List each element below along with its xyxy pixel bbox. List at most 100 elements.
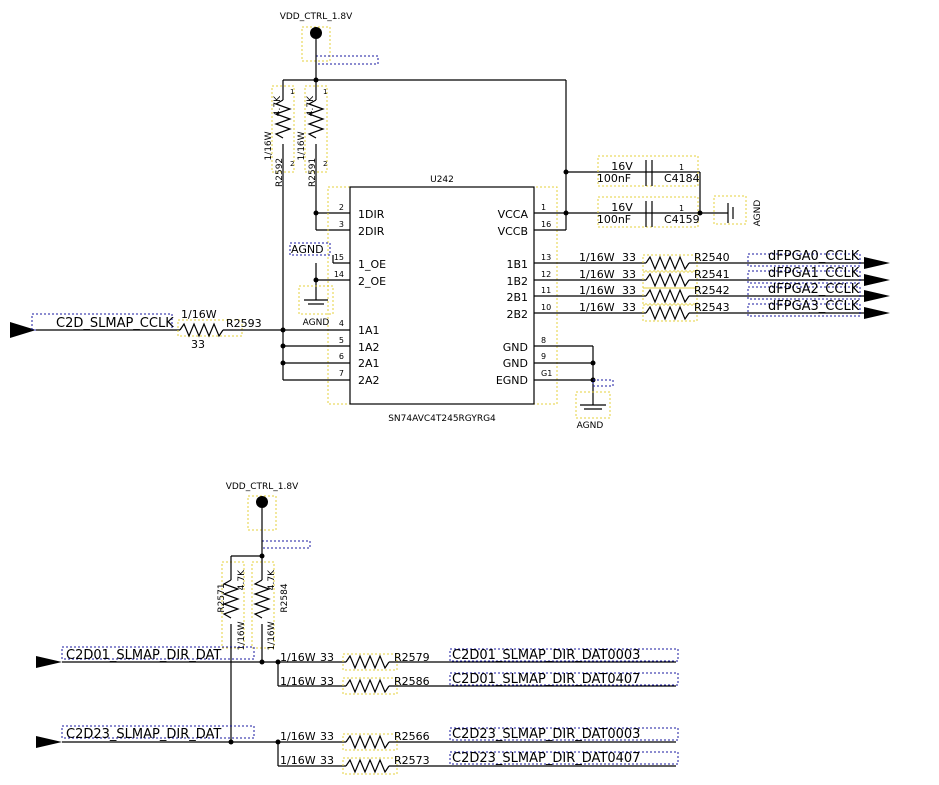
svg-text:5: 5	[339, 336, 344, 345]
resistor-r2591: 4.7K 1/16W R2591 1 2	[297, 80, 328, 187]
svg-text:R2579: R2579	[394, 651, 430, 664]
svg-text:EGND: EGND	[496, 374, 528, 387]
svg-text:14: 14	[334, 270, 344, 279]
output-r2541: 1/16W 33 R2541 dFPGA1_CCLK	[534, 266, 890, 289]
svg-text:2_OE: 2_OE	[358, 275, 386, 288]
svg-text:2: 2	[339, 203, 344, 212]
agnd-label-cap: AGND	[753, 200, 763, 227]
svg-text:dFPGA2_CCLK: dFPGA2_CCLK	[768, 282, 860, 297]
svg-text:1/16W: 1/16W	[264, 131, 274, 160]
input-cclk: C2D_SLMAP_CCLK 1/16W 33 R2593	[10, 308, 350, 351]
ic-right-pins: VCCA 1 VCCB 16 1B1 13 1B2 12 2B1 11 2B2 …	[496, 203, 552, 387]
resistor-r2592: 4.7K 1/16W R2592 1 2	[264, 80, 295, 187]
agnd-label-oe: AGND	[303, 318, 330, 328]
svg-text:1B1: 1B1	[506, 258, 528, 271]
svg-text:1/16W: 1/16W	[267, 621, 277, 650]
svg-text:1: 1	[679, 204, 684, 213]
svg-text:C2D23_SLMAP_DIR_DAT0003: C2D23_SLMAP_DIR_DAT0003	[452, 727, 640, 742]
svg-text:C4184: C4184	[664, 172, 700, 185]
svg-text:1: 1	[290, 88, 294, 96]
input-port-arrow-icon	[36, 656, 62, 668]
svg-text:R2566: R2566	[394, 730, 430, 743]
svg-text:C2D23_SLMAP_DIR_DAT: C2D23_SLMAP_DIR_DAT	[66, 727, 221, 742]
output-r2566: 1/16W 33 R2566 C2D23_SLMAP_DIR_DAT0003	[280, 727, 679, 751]
resistor-r2571: 4.7K R2571 1/16W	[217, 556, 247, 651]
svg-text:1: 1	[679, 163, 684, 172]
svg-text:33: 33	[191, 338, 205, 351]
svg-text:1/16W: 1/16W	[579, 268, 615, 281]
svg-text:C4159: C4159	[664, 213, 700, 226]
output-port-arrow-icon	[864, 257, 890, 269]
svg-text:1: 1	[323, 88, 327, 96]
svg-text:12: 12	[541, 270, 551, 279]
ic-u242: U242 SN74AVC4T245RGYRG4 2 1DIR 3 2DIR 15…	[327, 175, 558, 424]
input-port-arrow-icon	[36, 736, 62, 748]
power-dot-icon	[310, 27, 322, 39]
ground-bottom-ic: AGND	[575, 391, 611, 431]
svg-text:33: 33	[320, 754, 334, 767]
output-r2586: 1/16W 33 R2586 C2D01_SLMAP_DIR_DAT0407	[280, 672, 679, 695]
svg-text:33: 33	[622, 251, 636, 264]
resistor-r2584: 4.7K R2584 1/16W	[251, 556, 290, 651]
ground-cap: AGND	[713, 195, 763, 227]
svg-text:33: 33	[622, 301, 636, 314]
svg-text:G1: G1	[541, 369, 552, 378]
agnd-net-label: AGND	[291, 243, 324, 256]
output-port-arrow-icon	[864, 274, 890, 286]
output-port-arrow-icon	[864, 307, 890, 319]
svg-text:R2584: R2584	[280, 583, 290, 612]
svg-text:R2586: R2586	[394, 675, 430, 688]
svg-text:dFPGA1_CCLK: dFPGA1_CCLK	[768, 266, 860, 281]
svg-text:2: 2	[290, 160, 294, 168]
svg-text:1_OE: 1_OE	[358, 258, 386, 271]
svg-text:4.7K: 4.7K	[237, 569, 247, 590]
input-dat23: C2D23_SLMAP_DIR_DAT	[36, 725, 346, 748]
svg-text:C2D01_SLMAP_DIR_DAT: C2D01_SLMAP_DIR_DAT	[66, 648, 221, 663]
svg-text:1/16W: 1/16W	[579, 251, 615, 264]
svg-text:2DIR: 2DIR	[358, 225, 385, 238]
svg-text:VCCA: VCCA	[498, 208, 529, 221]
svg-text:1/16W: 1/16W	[579, 284, 615, 297]
svg-text:16: 16	[541, 220, 551, 229]
output-r2542: 1/16W 33 R2542 dFPGA2_CCLK	[534, 282, 890, 305]
svg-text:1/16W: 1/16W	[579, 301, 615, 314]
svg-text:4: 4	[339, 319, 344, 328]
svg-text:R2542: R2542	[694, 284, 730, 297]
svg-text:10: 10	[541, 303, 551, 312]
svg-text:R2591: R2591	[308, 158, 318, 187]
svg-text:2A2: 2A2	[358, 374, 380, 387]
svg-text:1/16W: 1/16W	[181, 308, 217, 321]
power-symbol-top: VDD_CTRL_1.8V	[280, 12, 379, 65]
output-port-arrow-icon	[864, 290, 890, 302]
svg-text:3: 3	[339, 220, 344, 229]
ic-left-pins: 2 1DIR 3 2DIR 15 1_OE 14 2_OE 4 1A1 5 1A…	[334, 203, 386, 387]
svg-text:33: 33	[622, 284, 636, 297]
ground-oe: AGND AGND	[289, 242, 334, 328]
svg-text:R2573: R2573	[394, 754, 430, 767]
capacitor-c4159: 16V 100nF 1 C4159	[597, 196, 700, 228]
svg-text:13: 13	[541, 253, 551, 262]
svg-text:33: 33	[320, 675, 334, 688]
svg-text:100nF: 100nF	[597, 213, 631, 226]
svg-text:C2D23_SLMAP_DIR_DAT0407: C2D23_SLMAP_DIR_DAT0407	[452, 751, 640, 766]
svg-text:33: 33	[320, 730, 334, 743]
svg-text:1: 1	[541, 203, 546, 212]
power-label-bottom: VDD_CTRL_1.8V	[226, 482, 299, 492]
power-label-top: VDD_CTRL_1.8V	[280, 12, 353, 22]
output-r2540: 1/16W 33 R2540 dFPGA0_CCLK	[534, 249, 890, 272]
svg-text:2B2: 2B2	[506, 308, 528, 321]
svg-text:1DIR: 1DIR	[358, 208, 385, 221]
svg-text:1/16W: 1/16W	[280, 651, 316, 664]
svg-text:R2541: R2541	[694, 268, 730, 281]
svg-text:R2593: R2593	[226, 317, 262, 330]
power-symbol-bottom: VDD_CTRL_1.8V	[226, 482, 311, 549]
input-net-label: C2D_SLMAP_CCLK	[56, 316, 174, 331]
capacitor-c4184: 16V 100nF 1 C4184	[597, 155, 700, 187]
ic-ref: U242	[430, 175, 454, 185]
svg-text:R2592: R2592	[275, 158, 285, 187]
svg-text:4.7K: 4.7K	[273, 95, 283, 116]
svg-text:GND: GND	[503, 357, 528, 370]
svg-text:11: 11	[541, 286, 551, 295]
svg-text:GND: GND	[503, 341, 528, 354]
